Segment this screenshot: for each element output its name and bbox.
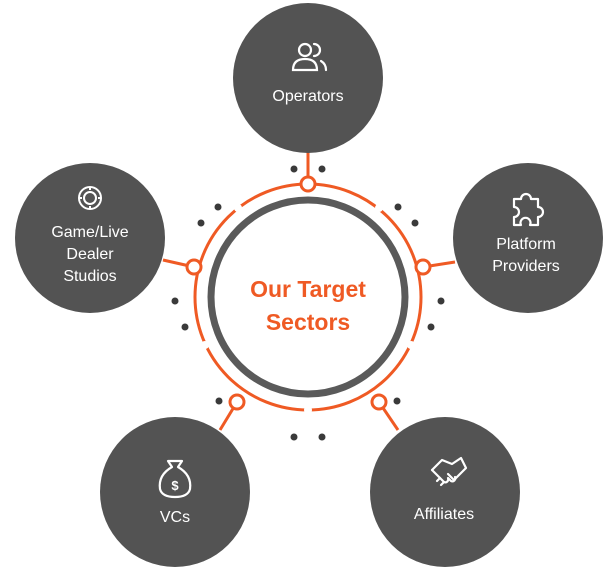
sector-node-game-live-dealer-studios: Game/Live Dealer Studios <box>15 163 165 313</box>
inner-ring <box>207 196 409 398</box>
center-title: Our Target Sectors <box>250 276 366 335</box>
sector-label-operators: Operators <box>272 88 343 105</box>
center-title-line2: Sectors <box>266 309 350 335</box>
sector-label-vcs: VCs <box>160 509 190 526</box>
money-bag-icon: $ <box>158 459 192 499</box>
puzzle-piece-icon <box>512 192 545 227</box>
sector-node-operators: Operators <box>233 3 383 153</box>
casino-chip-icon <box>78 186 102 210</box>
sector-label-affiliates: Affiliates <box>414 506 474 523</box>
sector-label-studios-line1: Game/Live <box>51 224 128 241</box>
sector-node-vcs: $ VCs <box>100 417 250 567</box>
sector-node-affiliates: Affiliates <box>370 417 520 567</box>
sector-label-studios-line2: Dealer <box>66 246 114 263</box>
sector-label-studios-line3: Studios <box>63 268 116 285</box>
sector-label-platform-line1: Platform <box>496 236 556 253</box>
users-icon <box>291 42 328 72</box>
center-title-line1: Our Target <box>250 276 366 302</box>
sector-label-platform-line2: Providers <box>492 258 560 275</box>
decorative-dots <box>171 165 445 441</box>
ring-junctions <box>185 175 432 411</box>
handshake-icon <box>430 456 468 487</box>
svg-text:$: $ <box>171 478 179 493</box>
sector-node-platform-providers: Platform Providers <box>453 163 603 313</box>
ring-gaps <box>201 204 415 414</box>
